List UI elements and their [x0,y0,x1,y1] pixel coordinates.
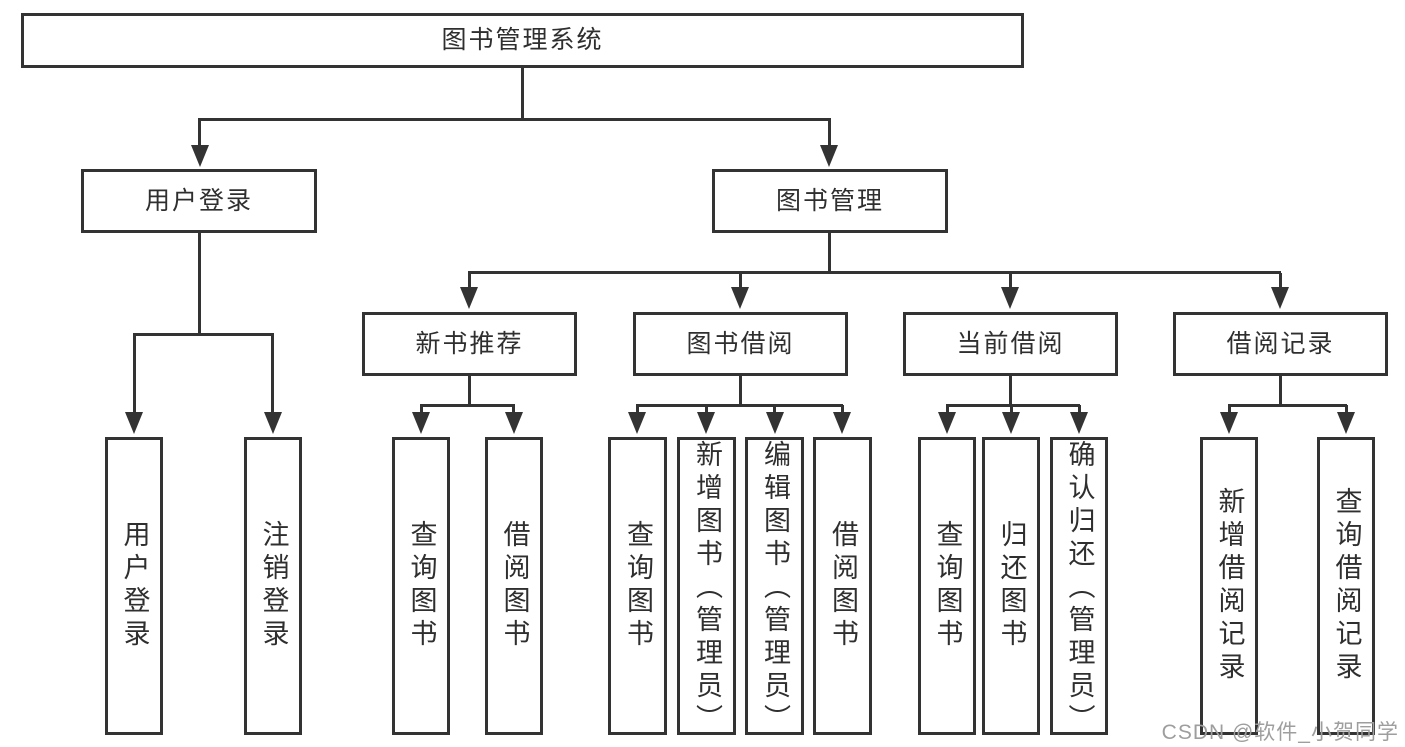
connector-line [1009,273,1012,289]
leaf-query-books-current: 查询图书 [918,437,976,735]
leaf-return-books: 归还图书 [982,437,1040,735]
connector-line [271,334,274,414]
connector-line [133,333,274,336]
connector-line [828,118,831,148]
connector-line [828,232,831,274]
leaf-edit-books-admin: 编辑图书（管理员） [745,437,804,737]
node-library-system-root: 图书管理系统 [21,13,1024,68]
connector-line [1345,405,1348,415]
arrow-down-icon [191,145,209,167]
connector-line [841,405,844,415]
leaf-query-books-borrowing: 查询图书 [608,437,667,735]
leaf-add-books-admin: 新增图书（管理员） [677,437,736,737]
connector-line [739,273,742,289]
arrow-down-icon [1070,412,1088,434]
node-current-borrowing: 当前借阅 [903,312,1118,376]
connector-line [521,68,524,120]
node-user-login: 用户登录 [81,169,317,233]
leaf-confirm-return-admin: 确认归还（管理员） [1050,437,1108,737]
connector-line [636,405,639,415]
node-new-book-recommendation: 新书推荐 [362,312,577,376]
arrow-down-icon [1220,412,1238,434]
arrow-down-icon [1001,287,1019,309]
arrow-down-icon [1271,287,1289,309]
leaf-add-borrow-record: 新增借阅记录 [1200,437,1258,735]
connector-line [468,375,471,406]
connector-line [133,334,136,414]
connector-line [946,404,1080,407]
connector-line [739,375,742,406]
arrow-down-icon [264,412,282,434]
connector-line [773,405,776,415]
arrow-down-icon [505,412,523,434]
connector-line [1010,405,1013,415]
connector-line [1078,405,1081,415]
leaf-query-books-recommend: 查询图书 [392,437,450,735]
leaf-user-login: 用户登录 [105,437,163,735]
connector-line [512,405,515,415]
connector-line [468,271,1281,274]
leaf-logout: 注销登录 [244,437,302,735]
arrow-down-icon [938,412,956,434]
node-book-borrowing: 图书借阅 [633,312,848,376]
leaf-borrow-books-recommend: 借阅图书 [485,437,543,735]
connector-line [1228,404,1347,407]
connector-line [198,232,201,336]
arrow-down-icon [697,412,715,434]
connector-line [198,118,831,121]
connector-line [636,404,843,407]
csdn-watermark: CSDN @软件_小贺同学 [1161,721,1399,744]
connector-line [1228,405,1231,415]
node-borrowing-records: 借阅记录 [1173,312,1388,376]
arrow-down-icon [731,287,749,309]
arrow-down-icon [820,145,838,167]
arrow-down-icon [766,412,784,434]
arrow-down-icon [1002,412,1020,434]
connector-line [468,273,471,289]
arrow-down-icon [125,412,143,434]
connector-line [946,405,949,415]
connector-line [420,405,423,415]
arrow-down-icon [412,412,430,434]
leaf-borrow-books-borrowing: 借阅图书 [813,437,872,735]
connector-line [1279,273,1282,289]
arrow-down-icon [460,287,478,309]
connector-line [1279,375,1282,406]
arrow-down-icon [833,412,851,434]
connector-line [705,405,708,415]
arrow-down-icon [628,412,646,434]
node-book-management: 图书管理 [712,169,948,233]
connector-line [1009,375,1012,406]
arrow-down-icon [1337,412,1355,434]
connector-line [198,118,201,148]
connector-line [420,404,515,407]
leaf-query-borrow-record: 查询借阅记录 [1317,437,1375,735]
